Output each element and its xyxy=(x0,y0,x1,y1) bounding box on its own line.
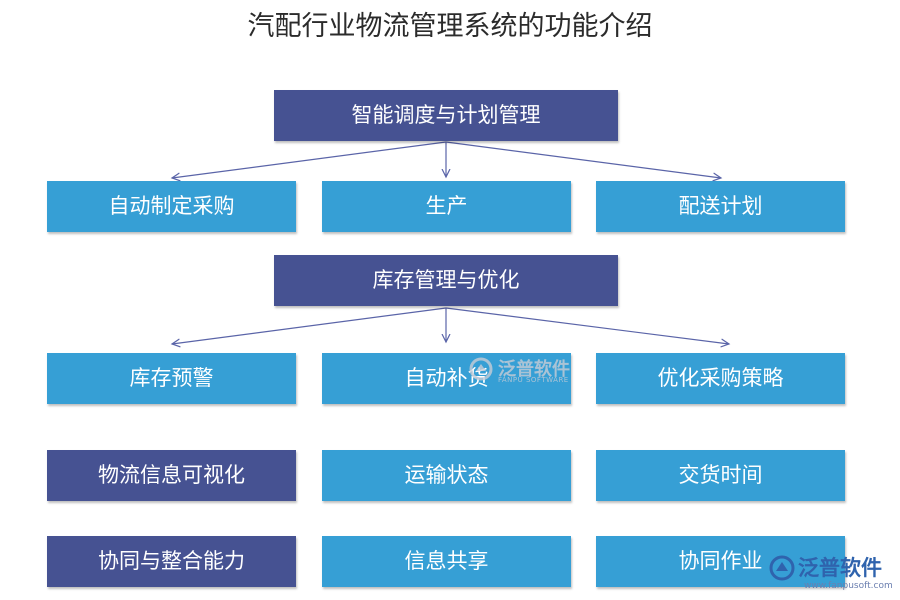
section1-header: 智能调度与计划管理 xyxy=(274,90,618,141)
watermark-sub: FANPU SOFTWARE xyxy=(498,376,569,384)
section1-item-production: 生产 xyxy=(322,181,571,232)
row3-visualization: 物流信息可视化 xyxy=(47,450,296,501)
section2-header: 库存管理与优化 xyxy=(274,255,618,306)
arrow-2-left xyxy=(172,307,447,344)
arrow-1-right xyxy=(445,141,721,178)
arrow-1-left xyxy=(172,141,447,178)
brand-logo-icon xyxy=(769,555,795,581)
row4-co-operation: 协同作业 xyxy=(596,536,845,587)
watermark-name: 泛普软件 xyxy=(498,359,570,380)
row3-delivery-time: 交货时间 xyxy=(596,450,845,501)
watermark-logo-icon xyxy=(469,357,493,381)
row4-collaboration: 协同与整合能力 xyxy=(47,536,296,587)
page-title: 汽配行业物流管理系统的功能介绍 xyxy=(247,11,653,42)
brand-name: 泛普软件 xyxy=(798,556,882,580)
row4-info-sharing: 信息共享 xyxy=(322,536,571,587)
section2-item-stock-alert: 库存预警 xyxy=(47,353,296,404)
section1-item-purchase: 自动制定采购 xyxy=(47,181,296,232)
section2-item-auto-replenish: 自动补货 xyxy=(322,353,571,404)
row3-transport-status: 运输状态 xyxy=(322,450,571,501)
section1-item-delivery-plan: 配送计划 xyxy=(596,181,845,232)
brand-url: www.fanpusoft.com xyxy=(804,581,893,591)
section2-item-procurement-strategy: 优化采购策略 xyxy=(596,353,845,404)
arrow-2-right xyxy=(445,307,729,344)
